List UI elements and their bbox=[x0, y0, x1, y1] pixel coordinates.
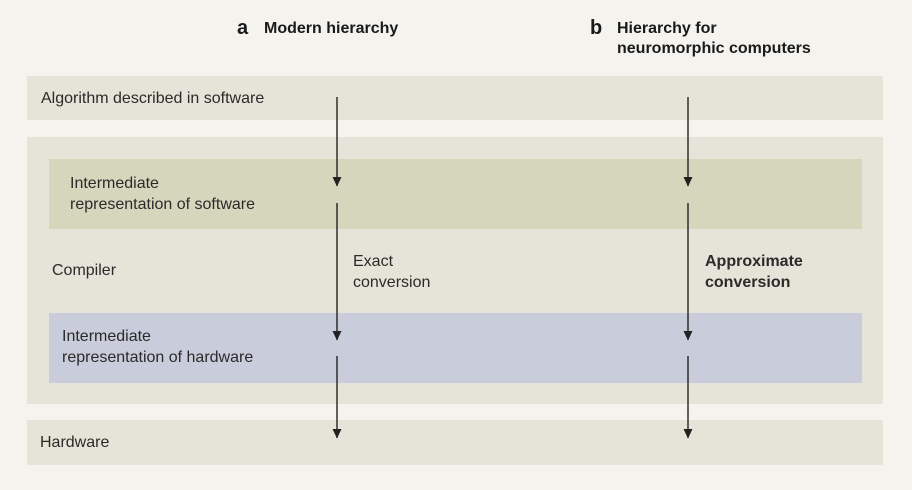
ir-hardware-label-line1: Intermediate bbox=[62, 328, 151, 345]
hardware-layer bbox=[27, 420, 883, 465]
hardware-label: Hardware bbox=[40, 434, 110, 451]
ir-hardware-layer bbox=[49, 313, 862, 383]
algorithm-layer bbox=[27, 76, 883, 120]
panel-b-title-line2: neuromorphic computers bbox=[617, 40, 811, 57]
approximate-conversion-line1: Approximate bbox=[705, 253, 803, 270]
exact-conversion-line1: Exact bbox=[353, 253, 394, 270]
ir-software-label-line1: Intermediate bbox=[70, 175, 159, 192]
ir-software-layer bbox=[49, 159, 862, 229]
approximate-conversion-line2: conversion bbox=[705, 274, 791, 291]
panel-a-letter: a bbox=[237, 17, 249, 39]
algorithm-label: Algorithm described in software bbox=[41, 90, 265, 107]
ir-software-label-line2: representation of software bbox=[70, 196, 255, 213]
exact-conversion-line2: conversion bbox=[353, 274, 431, 291]
compiler-label: Compiler bbox=[52, 262, 117, 279]
ir-hardware-label-line2: representation of hardware bbox=[62, 349, 254, 366]
panel-b-title-line1: Hierarchy for bbox=[617, 20, 717, 37]
panel-a-title: Modern hierarchy bbox=[264, 20, 399, 37]
panel-b-letter: b bbox=[590, 17, 603, 39]
